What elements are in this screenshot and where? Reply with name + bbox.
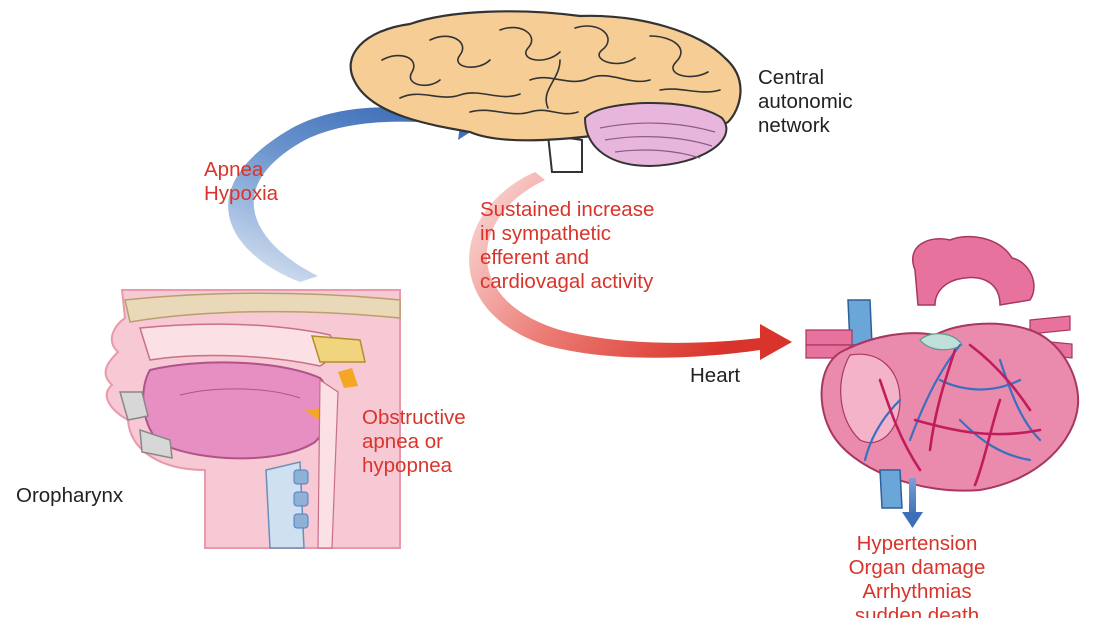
apnea-hypoxia-label: Apnea Hypoxia (204, 158, 278, 206)
oropharynx-label: Oropharynx (16, 484, 123, 508)
head-sagittal-icon (106, 290, 400, 548)
sustained-increase-label: Sustained increase in sympathetic effere… (480, 198, 654, 294)
central-autonomic-network-label: Central autonomic network (758, 66, 853, 138)
heart-icon (806, 237, 1078, 508)
brain-icon (351, 11, 741, 172)
outcomes-label: Hypertension Organ damage Arrhythmias su… (812, 532, 1022, 618)
heart-label: Heart (690, 364, 740, 388)
obstructive-apnea-label: Obstructive apnea or hypopnea (362, 406, 466, 478)
